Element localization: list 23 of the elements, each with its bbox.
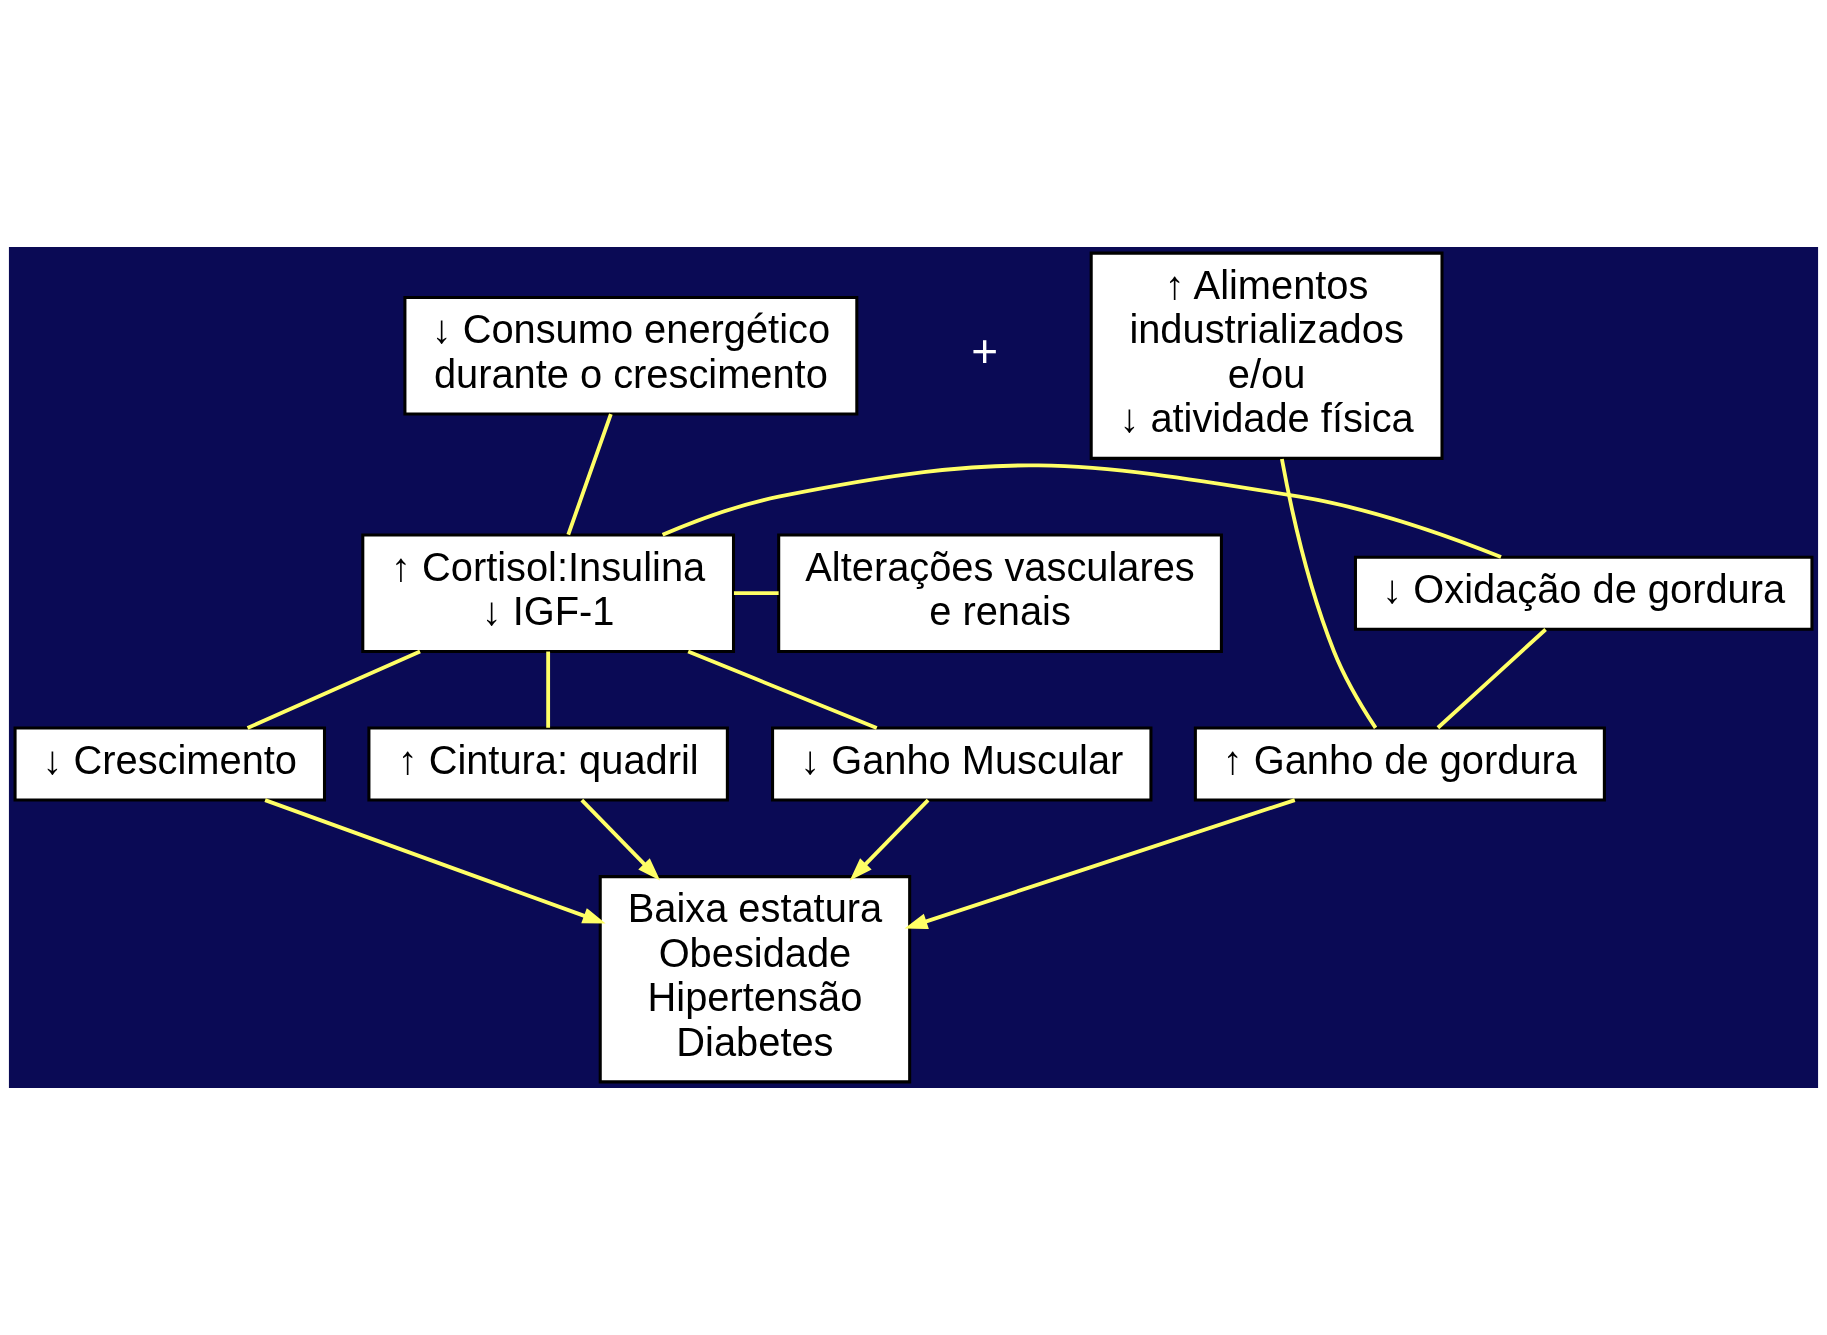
label: + <box>971 325 999 378</box>
arrow <box>580 798 661 881</box>
node-box: ↓ Consumo energético durante o crescimento <box>403 296 859 416</box>
connector <box>687 649 878 730</box>
node-box: ↓ Oxidação de gordura <box>1353 555 1814 631</box>
arrow <box>264 798 606 924</box>
node-box: ↓ Ganho Muscular <box>771 726 1153 802</box>
node-box: ↑ Alimentos industrializados e/ou ↓ atividade física <box>1089 251 1444 460</box>
node-box: Baixa estatura Obesidade Hipertensão Diabetes <box>598 875 912 1084</box>
node-box: ↑ Cortisol:Insulina ↓ IGF-1 <box>361 533 736 653</box>
node-box: ↓ Crescimento <box>13 726 326 802</box>
connector <box>566 413 613 536</box>
arrow <box>904 798 1296 929</box>
connector <box>733 591 779 596</box>
node-box: ↑ Ganho de gordura <box>1193 726 1606 802</box>
arrow <box>849 798 930 881</box>
connector <box>546 651 551 728</box>
connector <box>1280 458 1378 729</box>
node-box: Alterações vasculares e renais <box>777 533 1223 653</box>
connector <box>246 649 421 730</box>
connector <box>1436 628 1547 730</box>
connector <box>661 463 1502 559</box>
node-box: ↑ Cintura: quadril <box>367 726 729 802</box>
